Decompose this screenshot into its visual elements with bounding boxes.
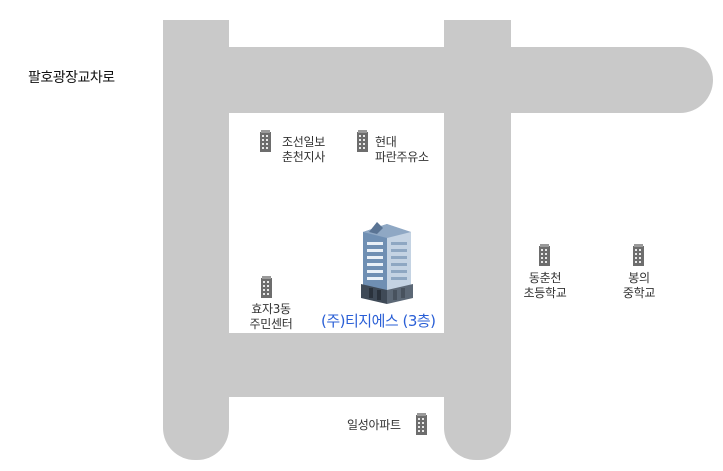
road-horizontal-top [163, 47, 713, 113]
landmark-line: 동춘천 [528, 271, 562, 285]
landmark-hyoja-center-label: 효자3동 주민센터 [243, 302, 299, 332]
landmark-hyundai-label: 현대 파란주유소 [375, 135, 429, 165]
landmark-line: 파란주유소 [375, 150, 429, 164]
landmark-chosun-ilbo-label: 조선일보 춘천지사 [282, 135, 325, 165]
landmark-bongui-school-label: 봉의 중학교 [612, 271, 666, 301]
landmark-line: 봉의 [628, 271, 650, 285]
small-building-icon [633, 244, 644, 266]
road-horizontal-bottom [163, 333, 511, 397]
landmark-line: 중학교 [622, 286, 656, 300]
landmark-line: 초등학교 [523, 286, 567, 300]
landmark-ilsung-apt-label: 일성아파트 [347, 418, 401, 432]
landmark-line: 춘천지사 [282, 150, 325, 164]
landmark-line: 효자3동 [251, 302, 291, 316]
landmark-line: 조선일보 [282, 135, 325, 149]
landmark-dongchuncheon-school-label: 동춘천 초등학교 [516, 271, 574, 301]
small-building-icon [416, 413, 427, 435]
road-name-label: 팔호광장교차로 [28, 70, 115, 86]
small-building-icon [261, 276, 272, 298]
landmark-line: 현대 [375, 135, 397, 149]
road-horizontal-top-left [163, 47, 243, 113]
office-tower-icon [361, 222, 413, 304]
small-building-icon [539, 244, 550, 266]
small-building-icon [357, 130, 368, 152]
landmark-line: 주민센터 [249, 317, 293, 331]
small-building-icon [260, 130, 271, 152]
destination-label: (주)티지에스 (3층) [321, 312, 436, 330]
